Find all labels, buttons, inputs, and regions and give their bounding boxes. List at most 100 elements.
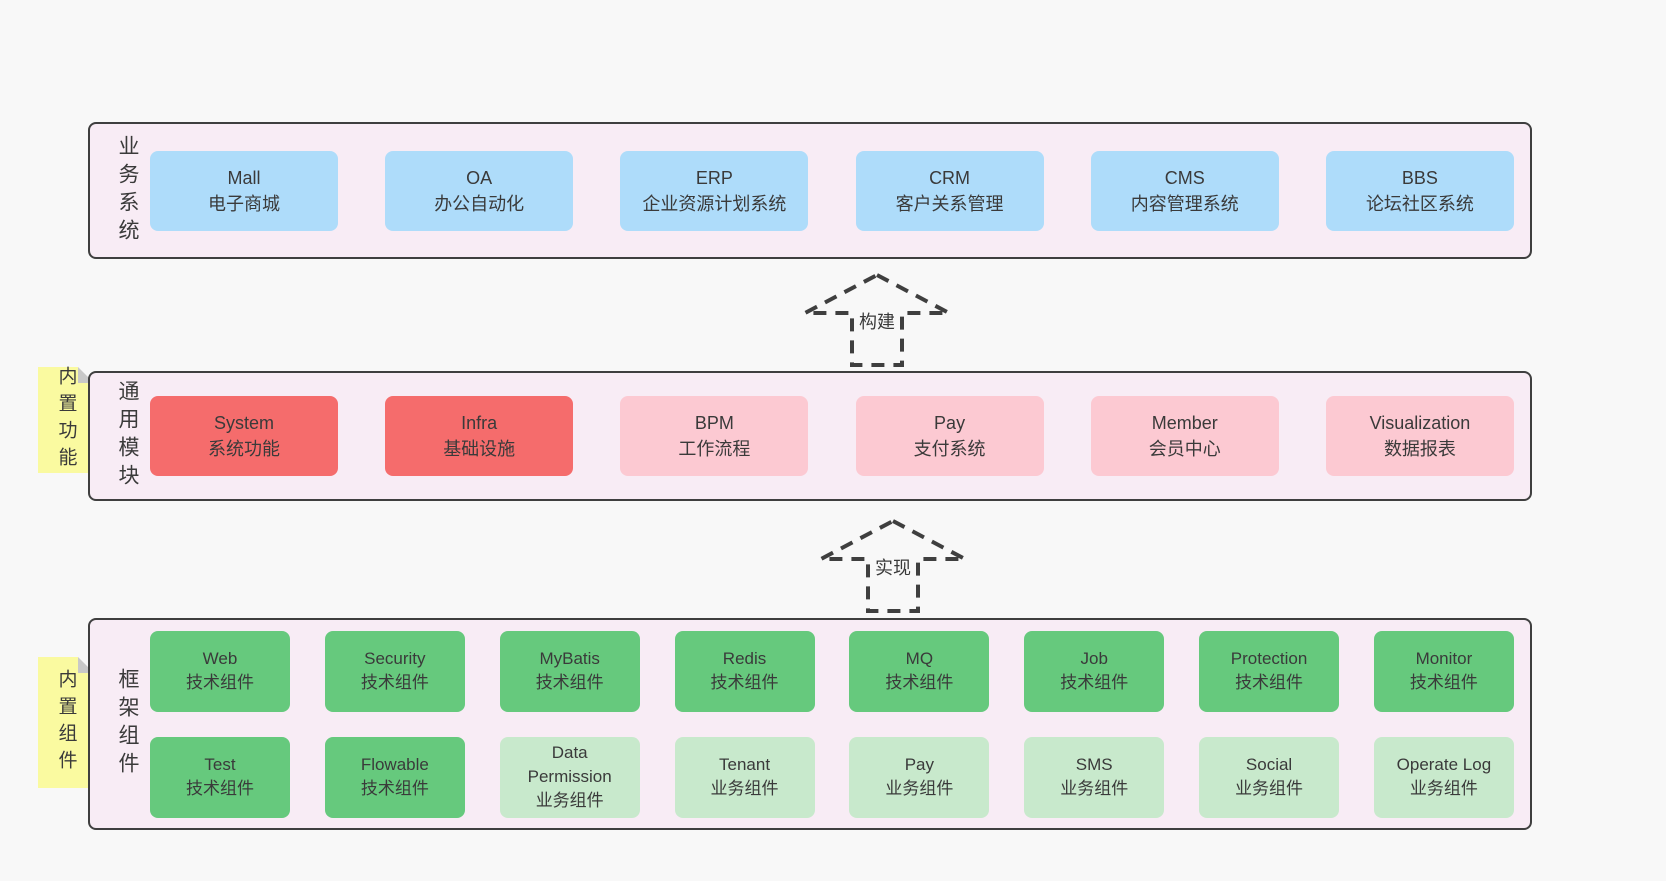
box-name: Member [1151,413,1218,433]
box-desc: 业务组件 [885,779,954,798]
box-desc: 技术组件 [1060,673,1129,692]
box-desc: 技术组件 [710,673,779,692]
sticky-note-label: 内置功能 [55,366,77,474]
box-name: Job [1080,649,1108,668]
box-desc: 论坛社区系统 [1365,193,1474,214]
box-name: Security [364,649,426,668]
sticky-note-built-in-features: 内置功能 [38,366,94,474]
box-oa: OA 办公自动化 [385,150,574,231]
box-desc: 数据报表 [1383,439,1456,459]
layer-business-systems: 业务系统 Mall 电子商城 OA 办公自动化 ERP 企业资源计划系统 CRM… [88,122,1532,259]
box-desc: 电子商城 [208,193,280,214]
layer-common-modules: 通用模块 System 系统功能 Infra 基础设施 BPM 工作流程 Pay… [88,371,1532,501]
box-desc: 业务组件 [1409,779,1478,798]
box-desc: 技术组件 [186,779,254,798]
box-name: Pay [904,755,935,774]
box-desc: 业务组件 [535,791,604,810]
box-sms: SMS 业务组件 [1024,736,1165,818]
box-name: Operate Log [1396,755,1492,774]
box-name: System [213,413,274,433]
arrow-implement: 实现 [818,516,968,614]
box-infra: Infra 基础设施 [385,396,574,476]
box-name: Tenant [719,755,771,774]
box-mybatis: MyBatis 技术组件 [499,630,640,712]
box-job: Job 技术组件 [1024,630,1165,712]
box-data-permission: Data Permission 业务组件 [499,736,640,818]
sticky-note-label: 内置组件 [55,668,77,777]
box-operate-log: Operate Log 业务组件 [1373,736,1514,818]
framework-components-row-1: Web 技术组件 Security 技术组件 MyBatis 技术组件 Redi… [150,630,1514,712]
box-name: BPM [694,413,734,433]
layer-label-framework-components: 框架组件 [116,668,139,780]
box-name: MQ [905,649,934,668]
box-desc: 工作流程 [678,439,751,459]
box-mall: Mall 电子商城 [150,150,338,231]
box-desc: 内容管理系统 [1130,193,1239,214]
framework-components-rows: Web 技术组件 Security 技术组件 MyBatis 技术组件 Redi… [138,620,1530,828]
business-systems-box-row: Mall 电子商城 OA 办公自动化 ERP 企业资源计划系统 CRM 客户关系… [138,124,1530,257]
box-desc: 基础设施 [443,439,516,459]
arrow-up-icon [804,272,950,367]
arrow-build: 构建 [802,270,952,368]
box-desc: 技术组件 [360,779,429,798]
box-desc: 支付系统 [913,439,986,459]
box-name: Social [1245,755,1293,774]
box-tenant: Tenant 业务组件 [674,736,815,818]
box-name: Mall [227,167,261,188]
box-flowable: Flowable 技术组件 [324,736,465,818]
box-desc: 技术组件 [1235,673,1304,692]
box-protection: Protection 技术组件 [1199,630,1340,712]
box-crm: CRM 客户关系管理 [855,150,1044,231]
box-name: MyBatis [539,649,600,668]
box-security: Security 技术组件 [324,630,465,712]
box-desc: 业务组件 [710,779,779,798]
layer-framework-components: 框架组件 Web 技术组件 Security 技术组件 MyBatis 技术组件… [88,618,1532,830]
box-desc: 系统功能 [208,439,280,459]
box-pay-biz: Pay 业务组件 [849,736,990,818]
framework-components-row-2: Test 技术组件 Flowable 技术组件 Data Permission … [150,736,1514,818]
box-bbs: BBS 论坛社区系统 [1325,150,1514,231]
box-name: Data Permission [527,743,612,786]
box-name: ERP [695,167,733,188]
box-name: Flowable [360,755,429,774]
box-desc: 客户关系管理 [895,193,1004,214]
box-name: Infra [461,413,498,433]
box-cms: CMS 内容管理系统 [1090,150,1279,231]
box-redis: Redis 技术组件 [674,630,815,712]
box-web: Web 技术组件 [150,630,290,712]
box-desc: 技术组件 [360,673,429,692]
box-name: Web [202,649,238,668]
box-desc: 技术组件 [186,673,254,692]
common-modules-box-row: System 系统功能 Infra 基础设施 BPM 工作流程 Pay 支付系统… [138,373,1530,499]
box-desc: 业务组件 [1060,779,1129,798]
box-desc: 会员中心 [1148,439,1221,459]
box-bpm: BPM 工作流程 [620,396,809,476]
box-erp: ERP 企业资源计划系统 [620,150,809,231]
box-name: Pay [934,413,966,433]
layer-label-business-systems: 业务系统 [116,134,139,247]
arrow-build-label: 构建 [855,310,899,334]
box-desc: 企业资源计划系统 [642,193,787,214]
layer-label-common-modules: 通用模块 [116,380,139,492]
box-desc: 技术组件 [885,673,954,692]
box-pay: Pay 支付系统 [855,396,1044,476]
box-desc: 业务组件 [1235,779,1304,798]
arrow-up-icon [820,518,966,613]
box-name: Monitor [1415,649,1473,668]
box-test: Test 技术组件 [150,736,290,818]
box-desc: 办公自动化 [434,193,525,214]
box-monitor: Monitor 技术组件 [1373,630,1514,712]
box-name: Protection [1230,649,1308,668]
box-name: SMS [1075,755,1113,774]
box-member: Member 会员中心 [1090,396,1279,476]
box-name: OA [466,167,493,188]
box-mq: MQ 技术组件 [849,630,990,712]
box-social: Social 业务组件 [1199,736,1340,818]
box-name: Redis [722,649,767,668]
box-name: CRM [929,167,971,188]
box-name: Visualization [1369,413,1471,433]
box-desc: 技术组件 [535,673,604,692]
box-name: Test [204,755,236,774]
arrow-implement-label: 实现 [871,556,915,580]
